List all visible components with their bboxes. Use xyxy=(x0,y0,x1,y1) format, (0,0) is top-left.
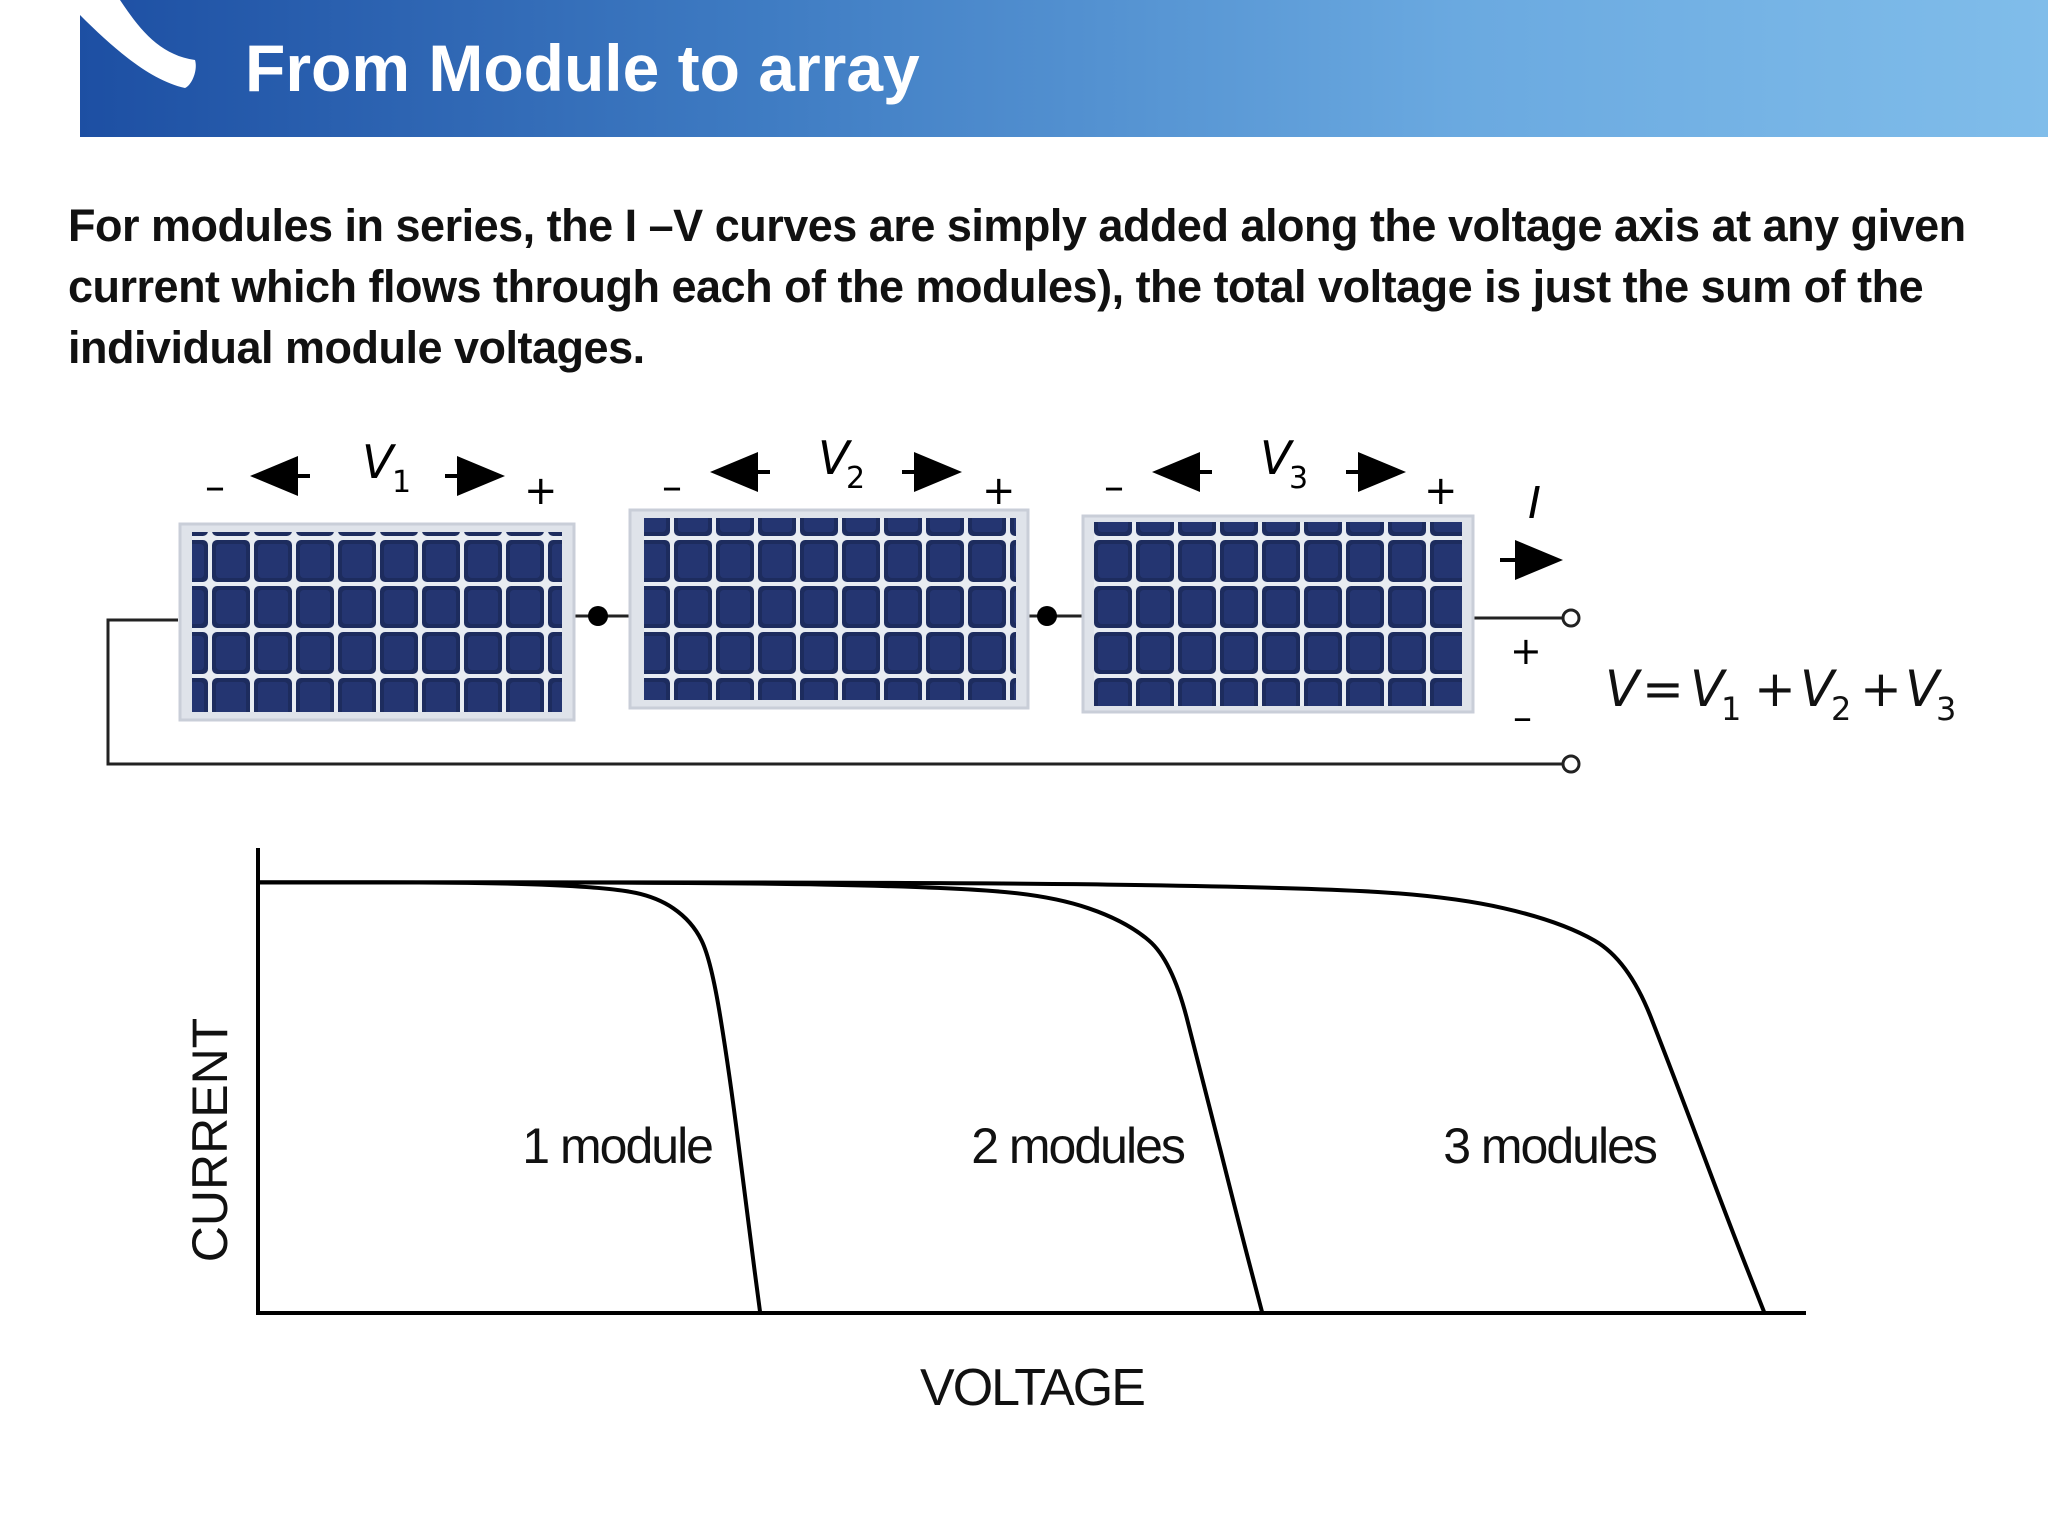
eq-plus: + xyxy=(1754,660,1796,718)
header-bar xyxy=(80,0,2048,137)
eq-term-1: V xyxy=(1690,660,1728,718)
y-axis-label: CURRENT xyxy=(182,1018,238,1262)
body-paragraph: For modules in series, the I –V curves a… xyxy=(68,195,1968,378)
plus-sign: + xyxy=(524,468,558,514)
body-line: individual module voltages. xyxy=(68,322,645,373)
eq-term-2: V xyxy=(1800,660,1838,718)
logo-swoosh-icon xyxy=(80,0,196,88)
x-axis-label: VOLTAGE xyxy=(920,1359,1144,1417)
eq-term-3: V xyxy=(1905,660,1943,718)
eq-plus: + xyxy=(1860,660,1902,718)
slide-title: From Module to array xyxy=(245,31,920,105)
solar-module-3 xyxy=(1081,514,1475,714)
voltage-sum-equation: V = V 1 + V 2 + V 3 xyxy=(1605,660,1956,728)
series-line-2 xyxy=(257,880,1265,1314)
junction-node xyxy=(588,606,608,626)
eq-sub-1: 1 xyxy=(1721,690,1741,728)
solar-module-1 xyxy=(178,522,576,722)
v1-symbol: V xyxy=(362,435,397,489)
series-circuit-diagram: V 1 – + V 2 – + V 3 – + I + – V = V 1 + … xyxy=(106,431,1956,774)
terminal-minus xyxy=(1561,754,1581,774)
voltage-label-3: V 3 – + xyxy=(1104,431,1458,514)
eq-sub-3: 3 xyxy=(1936,690,1956,728)
series-annotation-3: 3 modules xyxy=(1443,1118,1657,1174)
plus-sign: + xyxy=(1424,468,1458,514)
wire-return xyxy=(106,618,1570,766)
body-line: current which flows through each of the … xyxy=(68,261,1924,312)
current-label: I xyxy=(1528,478,1541,529)
minus-sign: – xyxy=(1104,464,1124,510)
eq-lhs: V xyxy=(1605,660,1643,718)
output-plus: + xyxy=(1510,629,1542,673)
minus-sign: – xyxy=(205,464,225,510)
series-layer xyxy=(257,880,1767,1314)
v3-subscript: 3 xyxy=(1289,461,1308,496)
body-line: For modules in series, the I –V curves a… xyxy=(68,200,1966,251)
v2-subscript: 2 xyxy=(846,461,865,496)
eq-equals: = xyxy=(1642,660,1684,718)
annotation-layer: 1 module 2 modules 3 modules xyxy=(522,1118,1659,1174)
voltage-label-2: V 2 – + xyxy=(662,431,1016,514)
plus-sign: + xyxy=(982,468,1016,514)
output-minus: – xyxy=(1513,695,1532,739)
iv-curve-chart: 1 module 2 modules 3 modules VOLTAGE CURRE… xyxy=(182,848,1806,1417)
terminal-plus xyxy=(1561,608,1581,628)
voltage-label-1: V 1 – + xyxy=(205,435,558,514)
series-annotation-2: 2 modules xyxy=(971,1118,1185,1174)
eq-sub-2: 2 xyxy=(1831,690,1851,728)
series-annotation-1: 1 module xyxy=(522,1118,712,1174)
series-line-3 xyxy=(257,880,1767,1314)
junction-node xyxy=(1037,606,1057,626)
solar-module-2 xyxy=(628,508,1030,710)
minus-sign: – xyxy=(662,464,682,510)
v1-subscript: 1 xyxy=(392,465,411,500)
series-line-1 xyxy=(257,880,763,1314)
v3-symbol: V xyxy=(1260,431,1295,485)
v2-symbol: V xyxy=(818,431,853,485)
